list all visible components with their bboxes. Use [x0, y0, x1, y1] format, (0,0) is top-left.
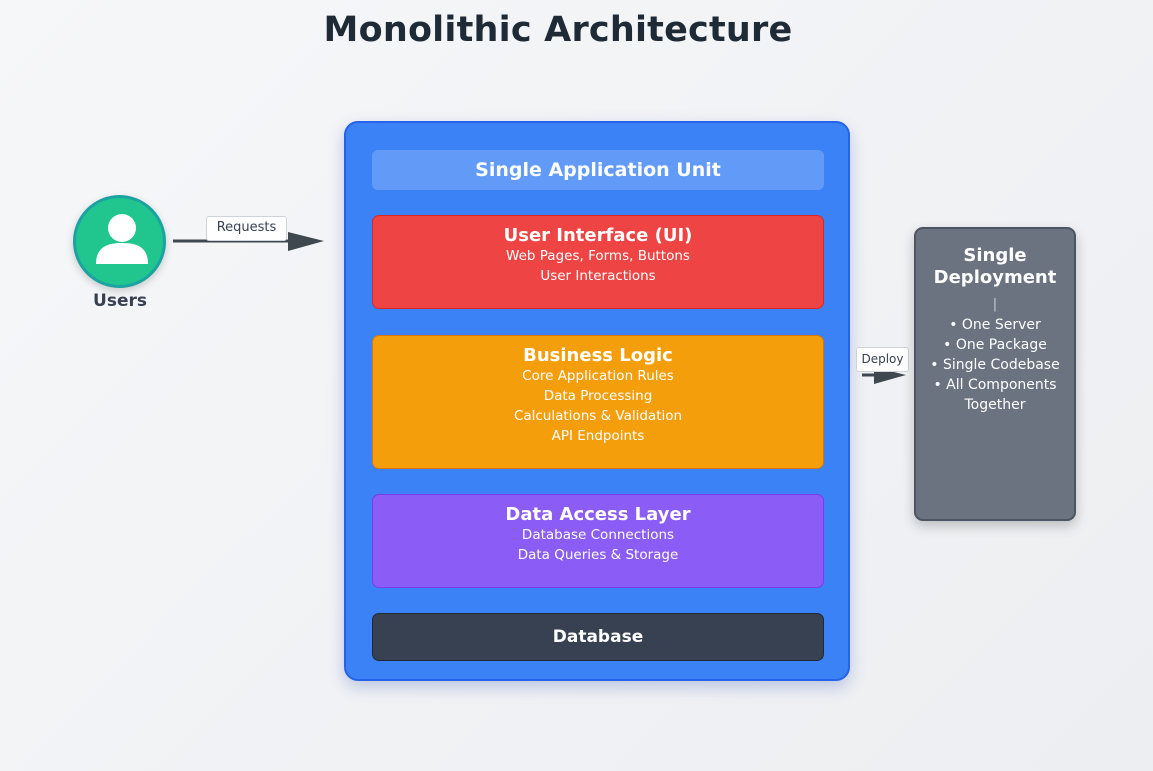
deployment-item: • Single Codebase	[930, 357, 1060, 373]
bl-line-3: Calculations & Validation	[513, 408, 683, 424]
users-node[interactable]	[73, 195, 166, 288]
ui-line-1: Web Pages, Forms, Buttons	[506, 248, 690, 264]
business-logic-layer[interactable]: Business Logic Core Application Rules Da…	[372, 335, 824, 469]
data-access-desc: Database Connections Data Queries & Stor…	[373, 525, 823, 565]
business-logic-desc: Core Application Rules Data Processing C…	[373, 366, 823, 446]
deployment-separator: |	[992, 297, 998, 312]
business-logic-title: Business Logic	[523, 345, 673, 366]
requests-label: Requests	[206, 216, 287, 241]
deploy-label: Deploy	[856, 347, 909, 372]
deployment-node[interactable]: Single Deployment | • One Server • One P…	[914, 227, 1076, 521]
bl-line-2: Data Processing	[543, 388, 653, 404]
diagram-title: Monolithic Architecture	[323, 10, 793, 50]
unit-header: Single Application Unit	[372, 150, 824, 190]
ui-line-2: User Interactions	[540, 268, 656, 284]
da-line-2: Data Queries & Storage	[517, 547, 679, 563]
ui-layer-title: User Interface (UI)	[503, 225, 693, 246]
deployment-item: Together	[964, 397, 1026, 413]
database-title: Database	[552, 627, 644, 647]
bl-line-1: Core Application Rules	[522, 368, 674, 384]
data-access-layer[interactable]: Data Access Layer Database Connections D…	[372, 494, 824, 588]
users-label: Users	[93, 291, 147, 311]
deployment-item: • All Components	[933, 377, 1057, 393]
ui-layer[interactable]: User Interface (UI) Web Pages, Forms, Bu…	[372, 215, 824, 309]
database-layer[interactable]: Database	[372, 613, 824, 661]
deployment-title-line-2: Deployment	[933, 267, 1057, 288]
deployment-item: • One Server	[949, 317, 1041, 333]
ui-layer-desc: Web Pages, Forms, Buttons User Interacti…	[373, 246, 823, 286]
deployment-title-line-1: Single	[963, 245, 1027, 266]
da-line-1: Database Connections	[521, 527, 675, 543]
application-container: Single Application Unit User Interface (…	[344, 121, 850, 681]
deployment-item: • One Package	[943, 337, 1047, 353]
bl-line-4: API Endpoints	[551, 428, 645, 444]
user-icon	[96, 214, 148, 264]
data-access-title: Data Access Layer	[505, 504, 691, 525]
